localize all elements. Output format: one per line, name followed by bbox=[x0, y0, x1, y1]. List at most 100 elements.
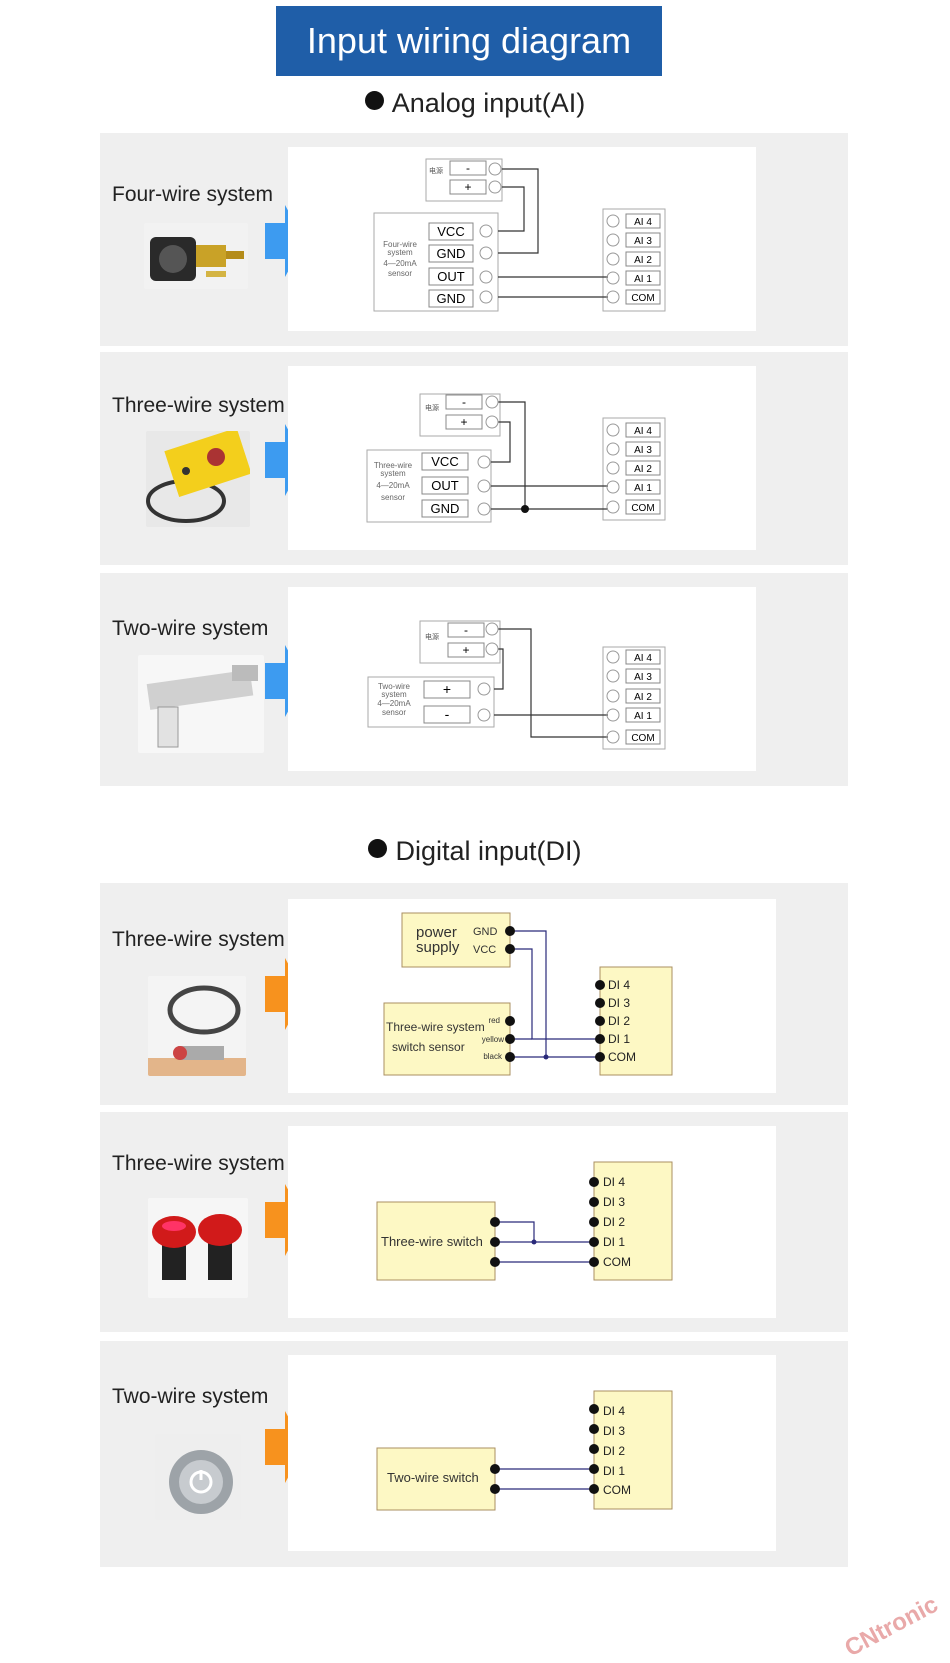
two-wire-sensor-photo bbox=[138, 655, 264, 753]
three-sensor-line-2: 4—20mA bbox=[376, 481, 410, 490]
four-term-3: GND bbox=[437, 291, 466, 306]
four-term-2: OUT bbox=[437, 269, 465, 284]
three-wire-sensor-photo bbox=[146, 431, 250, 527]
power-label-1: 电源 bbox=[429, 166, 443, 175]
wire-color-red: red bbox=[488, 1016, 500, 1025]
sensor-text-1: switch sensor bbox=[392, 1040, 465, 1054]
di-sensor-label: Three-wire system bbox=[112, 928, 285, 951]
ai-term-1: AI 3 bbox=[634, 445, 652, 456]
di-term-1: DI 3 bbox=[603, 1424, 625, 1438]
four-wire-diagram: 电源 - + Four-wire system 4—20mA sensor VC… bbox=[373, 158, 666, 312]
di-switch3-diagram-card: Three-wire switch DI 4 DI 3 DI 2 DI 1 CO… bbox=[288, 1126, 776, 1318]
two-sensor-line-3: sensor bbox=[382, 708, 406, 717]
di-switch2-diagram-card: Two-wire switch DI 4 DI 3 DI 2 DI 1 COM bbox=[288, 1355, 776, 1551]
power-minus: - bbox=[464, 623, 468, 637]
di-term-0: DI 4 bbox=[603, 1404, 625, 1418]
ai-term-0: AI 4 bbox=[634, 653, 652, 664]
analog-three-wire-panel: Three-wire system 电源 - + bbox=[100, 352, 848, 565]
di-sensor-diagram-card: power supply GND VCC Three-wire system s… bbox=[288, 899, 776, 1093]
switch2-box-text: Two-wire switch bbox=[387, 1470, 479, 1485]
wire-color-black: black bbox=[483, 1052, 503, 1061]
four-wire-diagram-card: 电源 - + Four-wire system 4—20mA sensor VC… bbox=[288, 147, 756, 331]
di-term-4: COM bbox=[603, 1483, 631, 1497]
three-term-2: GND bbox=[431, 501, 460, 516]
bullet-icon bbox=[368, 839, 388, 858]
di-switch2-label: Two-wire system bbox=[112, 1385, 269, 1408]
ai-term-2: AI 2 bbox=[634, 692, 652, 703]
three-sensor-line-0: Three-wire bbox=[374, 461, 413, 470]
analog-four-wire-panel: Four-wire system 电源 - + bbox=[100, 133, 848, 346]
di-term-0: DI 4 bbox=[603, 1175, 625, 1189]
four-sensor-line-3: sensor bbox=[388, 269, 412, 278]
page-title: Input wiring diagram bbox=[306, 20, 632, 61]
three-wire-label: Three-wire system bbox=[112, 394, 285, 417]
four-sensor-line-1: system bbox=[387, 248, 413, 257]
ai-term-1: AI 3 bbox=[634, 672, 652, 683]
di-switch3-label: Three-wire system bbox=[112, 1152, 285, 1175]
digital-switch3-panel: Three-wire system Three-wire switch bbox=[100, 1112, 848, 1332]
ai-term-2: AI 2 bbox=[634, 464, 652, 475]
switch3-box-text: Three-wire switch bbox=[381, 1234, 483, 1249]
digital-sensor-panel: Three-wire system bbox=[100, 883, 848, 1105]
four-sensor-line-0: Four-wire bbox=[383, 240, 417, 249]
wire-color-yellow: yellow bbox=[482, 1035, 504, 1044]
two-term-0: + bbox=[443, 681, 451, 697]
ai-term-3: AI 1 bbox=[634, 711, 652, 722]
digital-heading: Digital input(DI) bbox=[0, 836, 950, 867]
power-plus: + bbox=[462, 643, 469, 657]
di-switch2-diagram: Two-wire switch DI 4 DI 3 DI 2 DI 1 COM bbox=[376, 1390, 673, 1511]
power-text-1: supply bbox=[416, 939, 460, 956]
two-sensor-line-0: Two-wire bbox=[378, 682, 411, 691]
four-wire-sensor-photo bbox=[144, 223, 248, 289]
ai-term-4: COM bbox=[631, 733, 654, 744]
inductive-sensor-photo bbox=[148, 976, 246, 1076]
analog-heading-text: Analog input(AI) bbox=[391, 88, 586, 118]
ai-term-3: AI 1 bbox=[634, 483, 652, 494]
ai-term-1: AI 3 bbox=[634, 236, 652, 247]
power-label-3: 电源 bbox=[425, 632, 439, 641]
four-term-0: VCC bbox=[437, 224, 464, 239]
di-term-2: DI 2 bbox=[603, 1444, 625, 1458]
sensor-text-0: Three-wire system bbox=[386, 1020, 485, 1034]
bullet-icon bbox=[364, 91, 384, 110]
three-wire-diagram: 电源 - + Three-wire system 4—20mA sensor V… bbox=[366, 393, 666, 523]
two-wire-label: Two-wire system bbox=[112, 617, 269, 640]
power-text-0: power bbox=[416, 924, 457, 941]
di-term-1: DI 3 bbox=[608, 996, 630, 1010]
push-button-photo bbox=[155, 1434, 241, 1520]
four-term-1: GND bbox=[437, 246, 466, 261]
two-sensor-line-2: 4—20mA bbox=[377, 699, 411, 708]
two-wire-diagram-card: 电源 - + Two-wire system 4—20mA sensor + -… bbox=[288, 587, 756, 771]
di-term-3: DI 1 bbox=[608, 1032, 630, 1046]
emergency-button-photo bbox=[148, 1198, 248, 1298]
di-term-4: COM bbox=[603, 1255, 631, 1269]
three-sensor-line-3: sensor bbox=[381, 493, 405, 502]
di-term-2: DI 2 bbox=[603, 1215, 625, 1229]
two-term-1: - bbox=[445, 706, 450, 722]
di-sensor-diagram: power supply GND VCC Three-wire system s… bbox=[383, 912, 673, 1076]
di-switch3-diagram: Three-wire switch DI 4 DI 3 DI 2 DI 1 CO… bbox=[376, 1161, 673, 1281]
three-sensor-line-1: system bbox=[380, 469, 406, 478]
three-term-0: VCC bbox=[431, 454, 458, 469]
power-term-gnd: GND bbox=[473, 926, 498, 938]
power-minus: - bbox=[462, 395, 466, 409]
three-term-1: OUT bbox=[431, 478, 459, 493]
ai-term-4: COM bbox=[631, 293, 654, 304]
ai-term-3: AI 1 bbox=[634, 274, 652, 285]
power-term-vcc: VCC bbox=[473, 944, 496, 956]
digital-heading-text: Digital input(DI) bbox=[395, 836, 582, 866]
di-term-0: DI 4 bbox=[608, 978, 630, 992]
power-label-2: 电源 bbox=[425, 403, 439, 412]
di-term-4: COM bbox=[608, 1050, 636, 1064]
three-wire-diagram-card: 电源 - + Three-wire system 4—20mA sensor V… bbox=[288, 366, 756, 550]
di-term-1: DI 3 bbox=[603, 1195, 625, 1209]
di-term-2: DI 2 bbox=[608, 1014, 630, 1028]
analog-heading: Analog input(AI) bbox=[0, 88, 950, 119]
four-wire-label: Four-wire system bbox=[112, 183, 274, 206]
di-term-3: DI 1 bbox=[603, 1464, 625, 1478]
ai-term-4: COM bbox=[631, 503, 654, 514]
title-banner: Input wiring diagram bbox=[276, 6, 662, 76]
power-minus: - bbox=[466, 161, 470, 175]
power-plus: + bbox=[460, 415, 467, 429]
four-sensor-line-2: 4—20mA bbox=[383, 259, 417, 268]
